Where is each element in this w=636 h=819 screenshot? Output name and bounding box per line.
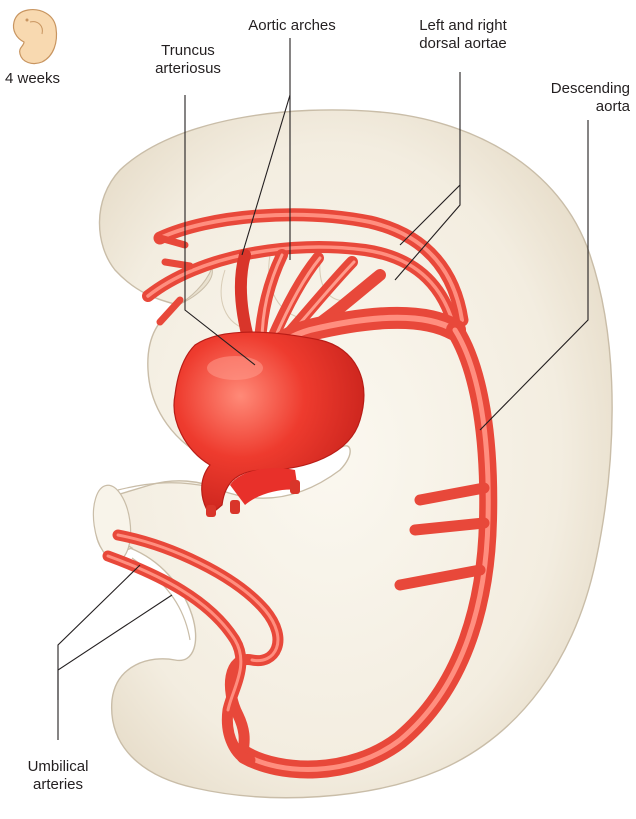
umbilical-arteries-label: Umbilical arteries xyxy=(10,758,106,794)
age-label: 4 weeks xyxy=(5,70,60,88)
truncus-arteriosus-label: Truncus arteriosus xyxy=(143,42,233,78)
dorsal-aortae-label: Left and right dorsal aortae xyxy=(398,17,528,53)
embryo-thumbnail-icon xyxy=(13,10,56,64)
aortic-arches-label: Aortic arches xyxy=(232,17,352,35)
descending-aorta-label: Descending aorta xyxy=(520,80,630,116)
